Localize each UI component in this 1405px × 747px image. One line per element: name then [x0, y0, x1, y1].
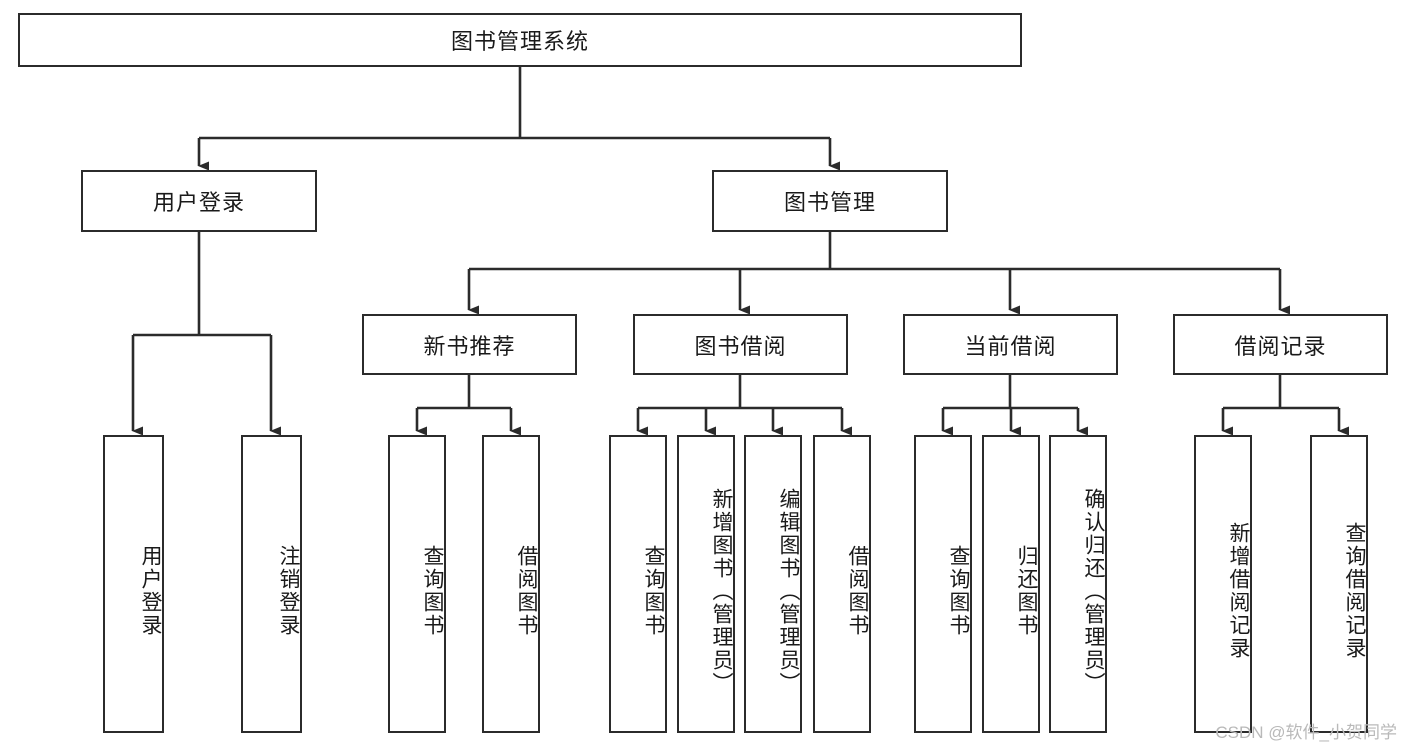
node-book-manage[interactable]: 图书管理 — [712, 170, 948, 232]
node-leaf-user-login-label: 用户登录 — [139, 545, 162, 637]
watermark: CSDN @软件_小贺同学 — [1215, 723, 1397, 742]
node-leaf-return-book-label: 归还图书 — [1015, 545, 1038, 637]
node-current-borrow[interactable]: 当前借阅 — [903, 314, 1118, 375]
node-leaf-edit-book-label: 编辑图书（管理员） — [777, 487, 800, 695]
node-book-manage-label: 图书管理 — [783, 190, 876, 215]
node-borrow-record[interactable]: 借阅记录 — [1173, 314, 1388, 375]
node-leaf-add-book-label: 新增图书（管理员） — [710, 487, 733, 695]
node-user-login[interactable]: 用户登录 — [81, 170, 317, 232]
node-book-borrow-label: 图书借阅 — [694, 333, 787, 359]
node-root[interactable]: 图书管理系统 — [18, 13, 1022, 67]
node-book-borrow[interactable]: 图书借阅 — [633, 314, 848, 375]
node-leaf-query-book-2[interactable]: 查询图书 — [609, 435, 667, 733]
node-root-label: 图书管理系统 — [450, 29, 589, 54]
node-leaf-query-book-3[interactable]: 查询图书 — [914, 435, 972, 733]
node-leaf-query-book-1-label: 查询图书 — [421, 545, 444, 637]
node-leaf-confirm-return[interactable]: 确认归还（管理员） — [1049, 435, 1107, 733]
node-leaf-confirm-return-label: 确认归还（管理员） — [1082, 487, 1105, 695]
node-leaf-user-login[interactable]: 用户登录 — [103, 435, 164, 733]
node-new-book-rec-label: 新书推荐 — [423, 333, 516, 359]
node-leaf-borrow-book-1-label: 借阅图书 — [515, 545, 538, 637]
node-leaf-query-book-1[interactable]: 查询图书 — [388, 435, 446, 733]
node-user-login-label: 用户登录 — [152, 190, 245, 215]
node-borrow-record-label: 借阅记录 — [1234, 333, 1327, 359]
node-current-borrow-label: 当前借阅 — [964, 333, 1057, 359]
node-leaf-add-book[interactable]: 新增图书（管理员） — [677, 435, 735, 733]
node-leaf-query-book-3-label: 查询图书 — [947, 545, 970, 637]
node-leaf-return-book[interactable]: 归还图书 — [982, 435, 1040, 733]
node-leaf-logout-label: 注销登录 — [277, 545, 300, 637]
node-leaf-add-record[interactable]: 新增借阅记录 — [1194, 435, 1252, 733]
node-new-book-rec[interactable]: 新书推荐 — [362, 314, 577, 375]
node-leaf-query-record-label: 查询借阅记录 — [1343, 522, 1366, 660]
node-leaf-borrow-book-2-label: 借阅图书 — [846, 545, 869, 637]
node-leaf-query-book-2-label: 查询图书 — [642, 545, 665, 637]
node-leaf-edit-book[interactable]: 编辑图书（管理员） — [744, 435, 802, 733]
node-leaf-add-record-label: 新增借阅记录 — [1227, 522, 1250, 660]
node-leaf-logout[interactable]: 注销登录 — [241, 435, 302, 733]
node-leaf-borrow-book-2[interactable]: 借阅图书 — [813, 435, 871, 733]
node-leaf-query-record[interactable]: 查询借阅记录 — [1310, 435, 1368, 733]
node-leaf-borrow-book-1[interactable]: 借阅图书 — [482, 435, 540, 733]
